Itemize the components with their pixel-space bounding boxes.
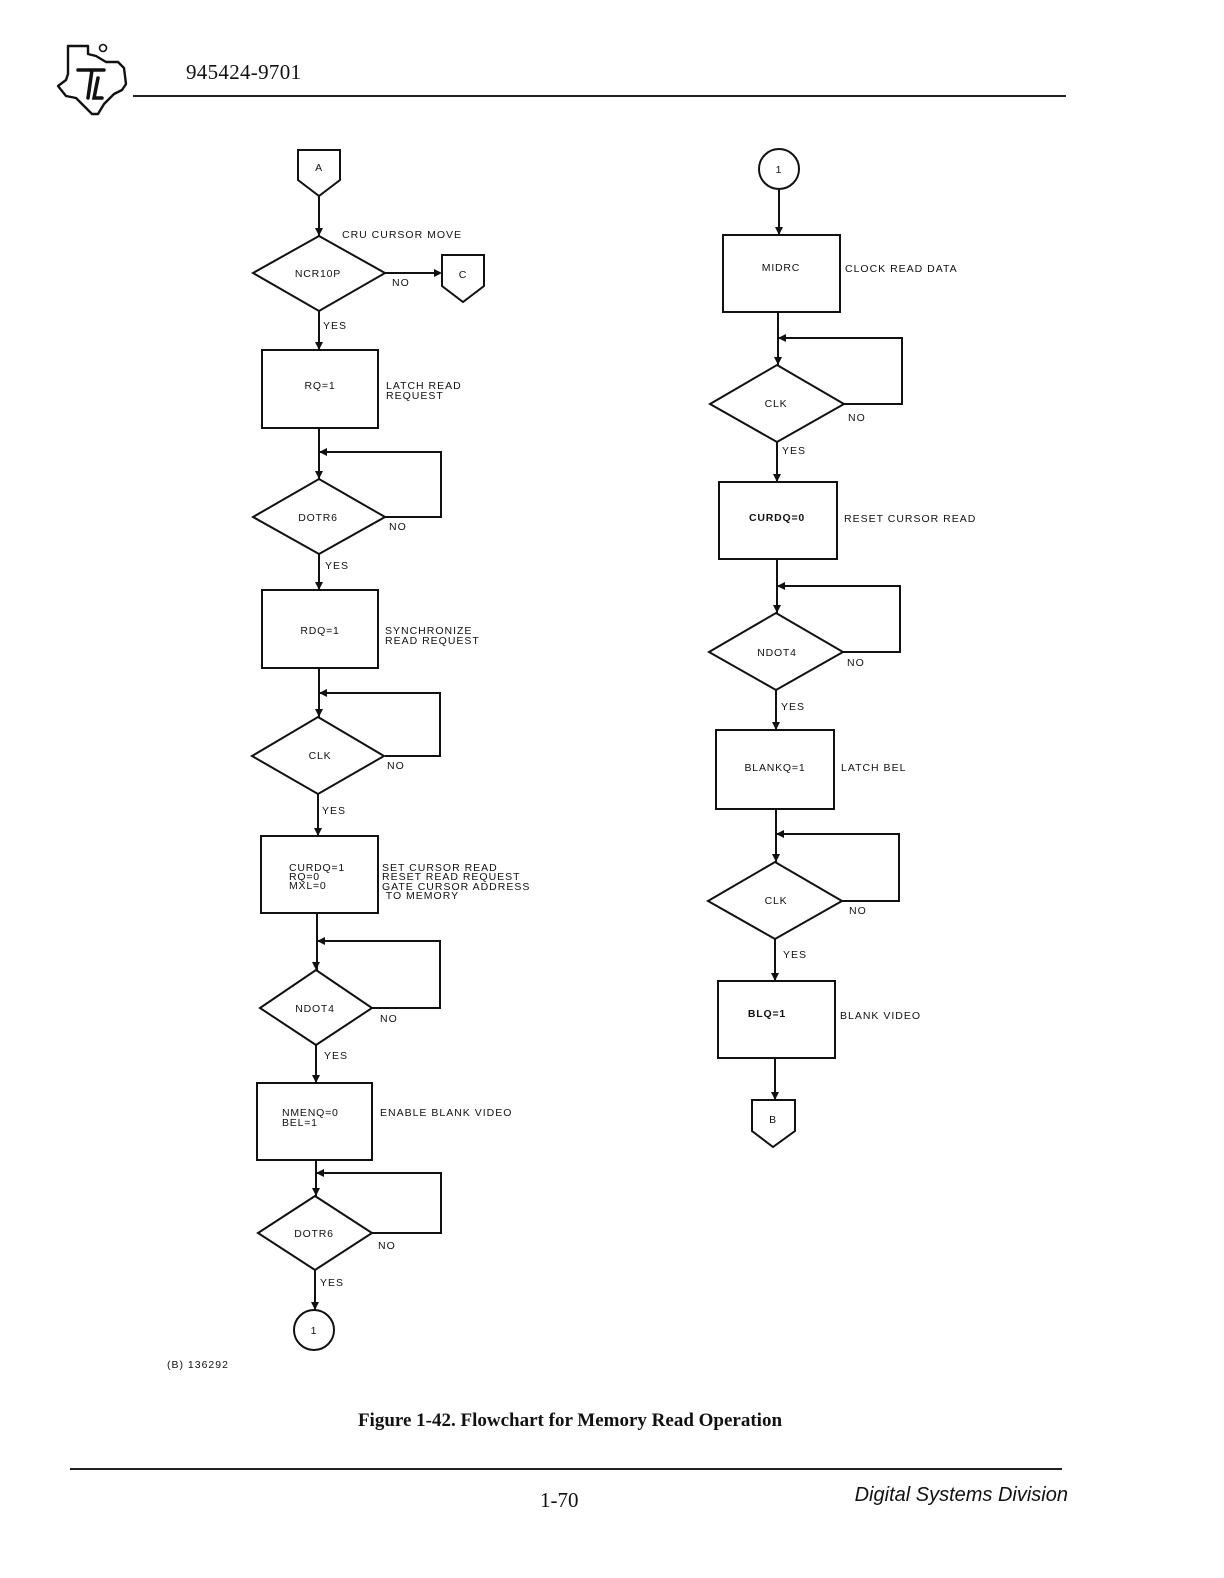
yes-label: YES: [783, 949, 807, 961]
rdq-note: SYNCHRONIZE: [385, 625, 472, 637]
connector-c-label: C: [459, 269, 467, 281]
nmenq-label: NMENQ=0: [282, 1107, 339, 1119]
yes-label: YES: [324, 1050, 348, 1062]
yes-label: YES: [323, 320, 347, 332]
yes-label: YES: [782, 445, 806, 457]
curdq-note: SET CURSOR READ: [382, 862, 498, 874]
rdq-note: READ REQUEST: [385, 635, 480, 647]
no-label: NO: [848, 412, 866, 424]
connector-b-label: B: [769, 1114, 777, 1126]
curdq-note: RESET READ REQUEST: [382, 871, 521, 883]
page-number: 1-70: [540, 1488, 579, 1512]
rq-note: LATCH READ: [386, 380, 462, 392]
curdq-label: CURDQ=1: [289, 862, 345, 874]
connector-a: [297, 149, 341, 198]
no-label: NO: [387, 760, 405, 772]
dotr6-label: DOTR6: [298, 512, 338, 524]
curdq-note: TO MEMORY: [382, 890, 459, 902]
no-label: NO: [378, 1240, 396, 1252]
ti-logo: [56, 43, 128, 116]
blq-note: BLANK VIDEO: [840, 1010, 921, 1022]
ncr10p-label: NCR10P: [295, 268, 341, 280]
nmenq-label: BEL=1: [282, 1117, 318, 1129]
rq-note: REQUEST: [386, 390, 444, 402]
connector-1-end: [293, 1309, 335, 1351]
connector-b: [751, 1099, 796, 1149]
clk-label: CLK: [765, 895, 788, 907]
no-label: NO: [389, 521, 407, 533]
blankq-note: LATCH BEL: [841, 762, 906, 774]
rq-label: RQ=1: [305, 380, 336, 392]
box-blq: [717, 980, 836, 1059]
no-label: NO: [380, 1013, 398, 1025]
clk-label: CLK: [765, 398, 788, 410]
dotr6-label: DOTR6: [294, 1228, 334, 1240]
division-name: Digital Systems Division: [854, 1484, 1068, 1506]
connector-a-label: A: [315, 162, 323, 174]
box-nmenq: [256, 1082, 373, 1161]
box-curdq: [260, 835, 379, 914]
midrc-note: CLOCK READ DATA: [845, 263, 958, 275]
connector-1-end-label: 1: [311, 1325, 318, 1337]
box-midrc: [722, 234, 841, 313]
cru-annotation: CRU CURSOR MOVE: [342, 229, 462, 241]
yes-label: YES: [325, 560, 349, 572]
no-label: NO: [849, 905, 867, 917]
document-number: 945424-9701: [186, 60, 302, 84]
figure-caption: Figure 1-42. Flowchart for Memory Read O…: [357, 1410, 783, 1431]
footer-rule: [70, 1468, 1062, 1470]
yes-label: YES: [320, 1277, 344, 1289]
rdq-label: RDQ=1: [300, 625, 339, 637]
curdq-label: MXL=0: [289, 880, 327, 892]
blankq-label: BLANKQ=1: [745, 762, 806, 774]
clk-label: CLK: [309, 750, 332, 762]
ndot4-label: NDOT4: [295, 1003, 335, 1015]
curdq-label: RQ=0: [289, 871, 320, 883]
ndot4-label: NDOT4: [757, 647, 797, 659]
no-label: NO: [847, 657, 865, 669]
drawing-number: (B) 136292: [167, 1359, 229, 1371]
blq-label: BLQ=1: [748, 1008, 786, 1020]
no-label: NO: [392, 277, 410, 289]
yes-label: YES: [322, 805, 346, 817]
yes-label: YES: [781, 701, 805, 713]
midrc-label: MIDRC: [762, 262, 800, 274]
curdq0-label: CURDQ=0: [749, 512, 805, 524]
header-rule: [133, 95, 1066, 97]
connector-c: [441, 254, 485, 304]
nmenq-note: ENABLE BLANK VIDEO: [380, 1107, 512, 1119]
curdq-note: GATE CURSOR ADDRESS: [382, 881, 530, 893]
connector-1-start-label: 1: [776, 164, 783, 176]
curdq0-note: RESET CURSOR READ: [844, 513, 976, 525]
